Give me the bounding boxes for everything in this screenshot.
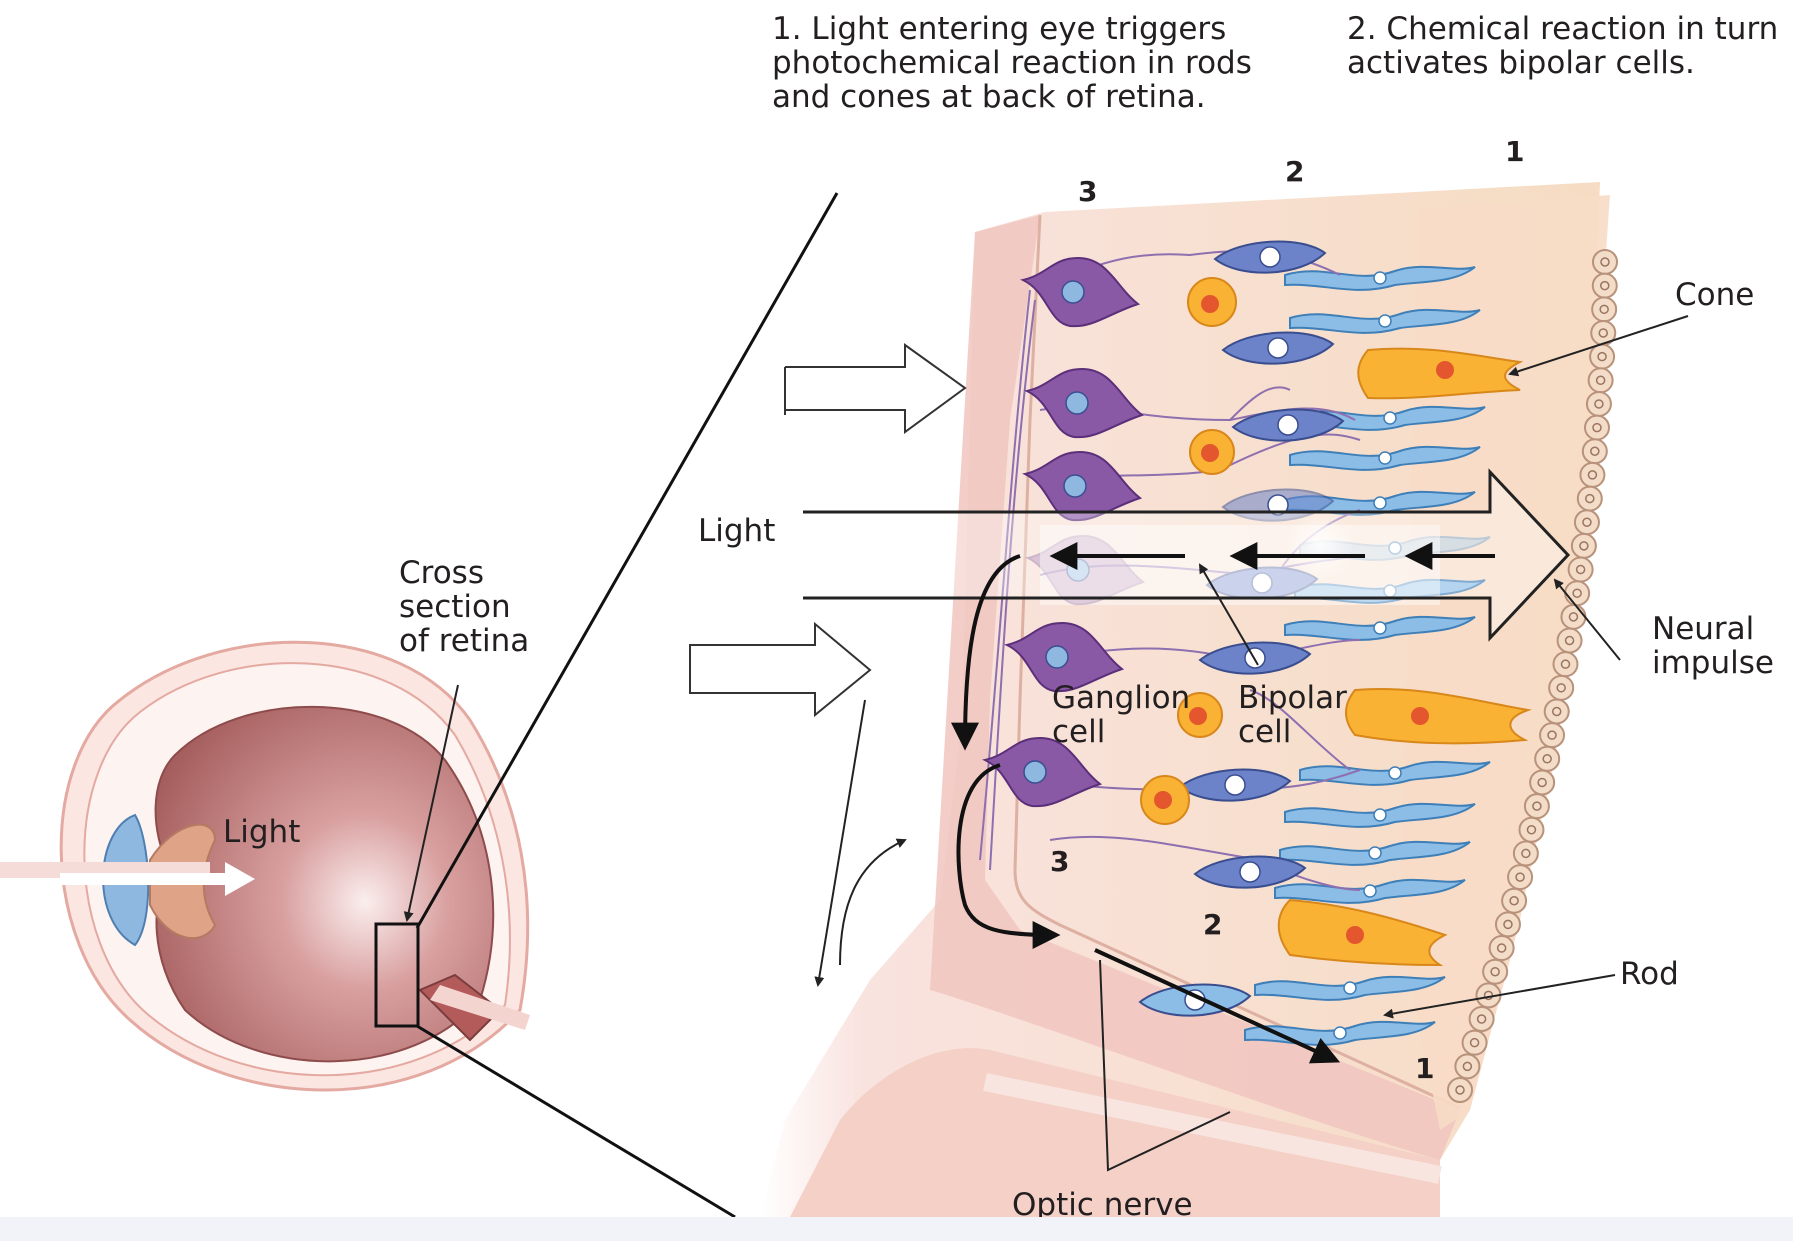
pigment-bead [1494, 911, 1521, 938]
pigment-bead [1512, 840, 1539, 867]
pigment-bead [1579, 461, 1606, 488]
pigment-bead [1583, 414, 1610, 441]
cone-cells [1277, 347, 1532, 967]
pigment-bead [1587, 367, 1614, 394]
neural-impulse-label: Neural impulse [1652, 611, 1774, 681]
pigment-bead [1447, 1077, 1473, 1103]
layer-number-3-bottom: 3 [1050, 845, 1070, 878]
pigment-bead [1556, 627, 1583, 654]
pigment-bead [1534, 745, 1561, 772]
pigment-bead [1592, 249, 1618, 275]
bipolar-cell-label: Bipolar cell [1238, 680, 1347, 750]
pigment-bead [1523, 793, 1550, 820]
optic-nerve-label: Optic nerve [1012, 1187, 1193, 1223]
rod-label: Rod [1620, 956, 1679, 992]
pigment-bead [1560, 603, 1587, 630]
pigment-bead [1552, 651, 1579, 678]
pigment-bead [1539, 722, 1566, 749]
active-cell-glow [1286, 511, 1354, 579]
layer-number-2-bottom: 2 [1203, 908, 1223, 941]
horizontal-cells [1140, 277, 1237, 825]
pigment-bead [1589, 343, 1616, 370]
pigment-bead [1454, 1053, 1481, 1080]
label-pointers [1099, 315, 1689, 1172]
layer-number-3-top: 3 [1078, 175, 1098, 208]
light-arrows [689, 343, 967, 718]
pigment-bead [1573, 509, 1600, 536]
layer-number-1-bottom: 1 [1415, 1052, 1435, 1085]
pigment-bead [1507, 864, 1534, 891]
pigment-bead [1501, 887, 1528, 914]
pigment-bead [1461, 1029, 1488, 1056]
pigment-bead [1570, 532, 1597, 559]
pigment-bead [1576, 485, 1603, 512]
pigment-bead [1567, 556, 1594, 583]
zoom-line-bottom [416, 1024, 736, 1219]
pigment-bead [1585, 390, 1612, 417]
layer-number-1-top: 1 [1505, 135, 1525, 168]
step2-caption: 2. Chemical reaction in turn activates b… [1347, 11, 1779, 81]
pigment-bead [1482, 958, 1509, 985]
retina-light-label: Light [698, 513, 776, 549]
cross-section-pointer [403, 684, 459, 922]
pigment-bead [1468, 1006, 1495, 1033]
eye-illustration [0, 640, 530, 1092]
pigment-bead [1529, 769, 1556, 796]
zoom-line-top [415, 192, 839, 929]
impulse-arrows [951, 542, 1495, 1064]
cone-label: Cone [1675, 277, 1755, 313]
pigment-bead [1581, 438, 1608, 465]
layer-number-2-top: 2 [1285, 155, 1305, 188]
pigment-bead [1518, 816, 1545, 843]
bottom-bar [0, 1217, 1793, 1241]
pigment-bead [1591, 296, 1618, 323]
pigment-bead [1548, 674, 1575, 701]
pigment-bead [1543, 698, 1570, 725]
ganglion-cell-label: Ganglion cell [1052, 680, 1191, 750]
pigment-bead [1564, 580, 1591, 607]
light-reflection-arrows [814, 699, 907, 987]
light-through-arrow [803, 468, 1571, 642]
pigment-bead [1591, 272, 1618, 299]
eye-light-label: Light [223, 814, 301, 850]
cross-section-label: Cross section of retina [399, 555, 530, 659]
step1-caption: 1. Light entering eye triggers photochem… [772, 11, 1252, 115]
pigment-bead [1488, 935, 1515, 962]
